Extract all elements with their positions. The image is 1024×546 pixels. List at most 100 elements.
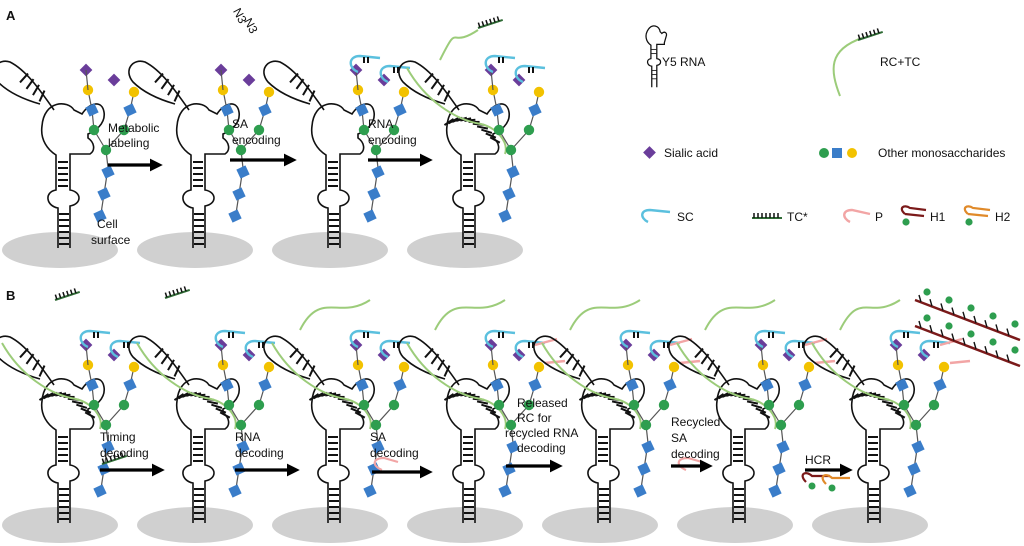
cell-membrane [2, 232, 118, 268]
rc-paired-rung [481, 403, 493, 409]
hcr-polymer [914, 288, 1021, 368]
rna-arm-rung [443, 90, 451, 102]
tc-rung [113, 454, 117, 460]
rna-arm [0, 60, 55, 111]
step-b5-line1: Recycled [671, 415, 720, 429]
rna-backbone [310, 378, 375, 523]
rna-arm-rung [430, 78, 440, 90]
rc-paired-rung [211, 403, 223, 409]
rna-arm-rung [713, 365, 721, 377]
sc-strand [79, 329, 111, 349]
blue-monosaccharide [498, 209, 512, 223]
y5-rna [803, 335, 928, 543]
yellow-monosaccharide [938, 361, 950, 373]
rc-paired-rung [759, 411, 771, 419]
rna-arm [128, 60, 190, 111]
rc-strand-paired [811, 342, 912, 430]
green-monosaccharide [118, 124, 130, 136]
legend-tc: TC* [787, 210, 808, 224]
sc-strand [514, 339, 546, 359]
hcr-backbone [914, 298, 1021, 342]
blue-monosaccharide [93, 484, 107, 498]
yellow-monosaccharide [263, 361, 275, 373]
blue-monosaccharide [907, 462, 921, 476]
green-monosaccharide [100, 419, 112, 431]
glycan-bond [355, 69, 359, 91]
rna-arm-rung [424, 347, 434, 359]
sc-strand [889, 329, 921, 349]
rna-arm [668, 335, 730, 386]
rna-arm-rung [308, 365, 316, 377]
legend-h1-glyph [900, 205, 927, 218]
legend-h1-fluor [902, 218, 910, 226]
blue-monosaccharide [93, 209, 107, 223]
rna-backbone [175, 378, 240, 523]
tc-strand-a [477, 16, 504, 29]
hcr-rung [918, 294, 922, 303]
step-b4-line3: recycled RNA [505, 426, 578, 440]
blue-monosaccharide [768, 484, 782, 498]
legend-p: P [875, 210, 883, 224]
cell-membrane [2, 507, 118, 543]
cell-membrane [272, 507, 388, 543]
p-strand [949, 359, 971, 365]
tc-rung [857, 34, 861, 40]
rna-backbone [445, 378, 510, 523]
rna-arm-rung [308, 90, 316, 102]
blue-monosaccharide [97, 187, 111, 201]
tc-rung [861, 33, 865, 39]
glycan-tree [349, 329, 411, 498]
sc-strand [214, 329, 246, 349]
azide-label-2: N3 [241, 16, 261, 36]
rc-strand-paired [271, 342, 372, 430]
sialic-acid [107, 73, 121, 87]
rna-arm [0, 335, 55, 386]
rna-arm-rung [167, 359, 175, 371]
rc-paired-rung [84, 411, 96, 419]
hcr-rung [962, 311, 966, 319]
green-monosaccharide [763, 399, 775, 411]
rc-paired-rung [341, 400, 354, 405]
blue-monosaccharide [85, 103, 99, 117]
rc-paired-rung [624, 411, 636, 419]
blue-monosaccharide [236, 165, 250, 179]
blue-monosaccharide [236, 440, 250, 454]
blue-monosaccharide [528, 103, 542, 117]
tc-rung [481, 21, 485, 27]
step-b3-line1: SA [370, 430, 386, 444]
rna-arm-rung [19, 347, 29, 359]
hcr-backbone [914, 324, 1021, 368]
sc-strand [514, 64, 546, 84]
step-b4-line1: Released [517, 396, 568, 410]
tc-rung [101, 458, 105, 464]
blue-monosaccharide [355, 103, 369, 117]
green-monosaccharide [388, 124, 400, 136]
hcr-fluorophore [989, 338, 997, 346]
rna-arm-rung [700, 353, 710, 365]
yellow-monosaccharide [533, 361, 545, 373]
y5-rna [533, 335, 658, 543]
glycan-tree [79, 329, 141, 498]
yellow-monosaccharide [128, 361, 140, 373]
step-b1-line1: Timing [100, 430, 136, 444]
hcr-rung [962, 337, 966, 345]
azide-label-1: N3 [230, 6, 250, 26]
tc-rung [869, 30, 873, 36]
rna-arm [128, 335, 190, 386]
y5-rna [0, 60, 118, 268]
step-b4-line4: decoding [517, 441, 566, 455]
blue-monosaccharide [490, 103, 504, 117]
rna-arm-rung [289, 347, 299, 359]
legend-h1: H1 [930, 210, 946, 224]
rc-paired-rung [485, 132, 497, 139]
cell-membrane [407, 232, 523, 268]
tc-rung [876, 28, 880, 34]
sialic-acid [242, 73, 256, 87]
hcr-rung [973, 315, 977, 324]
tc-rung [489, 18, 493, 24]
glycan-tree [79, 63, 140, 223]
tc-rung [179, 287, 183, 293]
tc-probe-b1 [101, 452, 128, 465]
rna-arm [398, 335, 460, 386]
tc-strand-b1 [54, 288, 81, 301]
